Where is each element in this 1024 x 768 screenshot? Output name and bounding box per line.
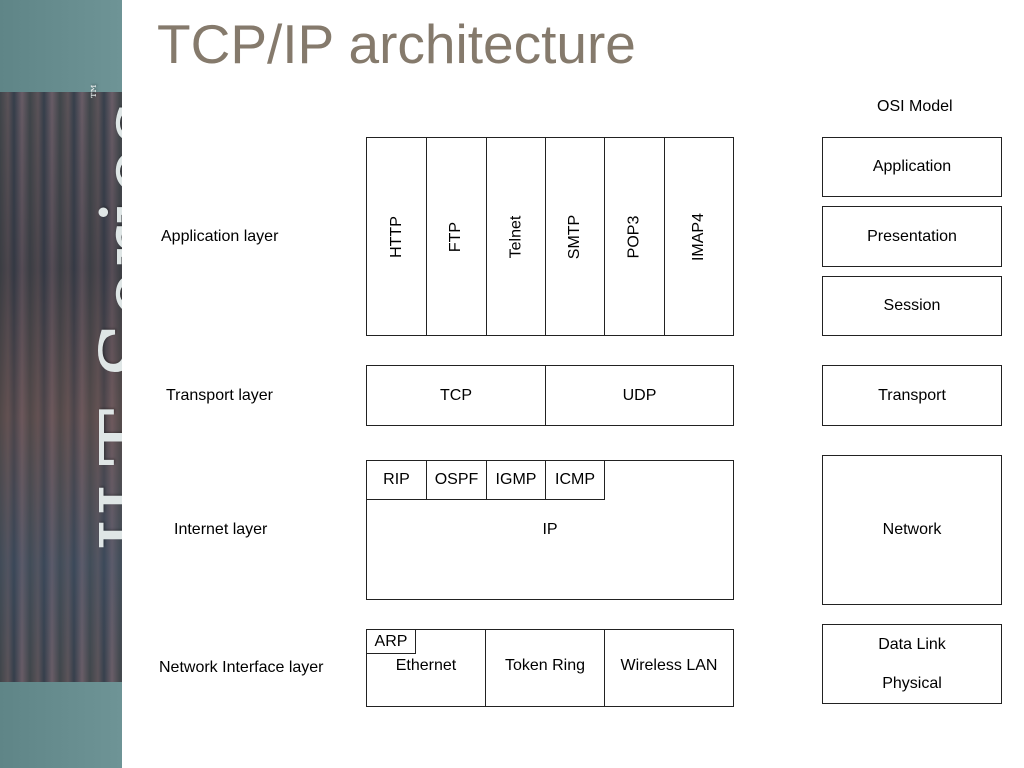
protocol-rip: RIP: [366, 460, 427, 500]
transport-layer-label: Transport layer: [166, 387, 273, 404]
protocol-igmp: IGMP: [486, 460, 546, 500]
protocol-telnet: Telnet: [486, 137, 546, 336]
protocol-wireless-lan: Wireless LAN: [604, 629, 734, 707]
application-layer-label: Application layer: [161, 228, 279, 245]
sidebar-decoration: ILT Series™: [0, 0, 122, 768]
protocol-arp: ARP: [366, 629, 416, 654]
osi-layer-application: Application: [822, 137, 1002, 197]
protocol-ftp: FTP: [426, 137, 487, 336]
osi-layer-data-link: Data Link: [822, 624, 1002, 665]
protocol-pop3: POP3: [604, 137, 665, 336]
protocol-smtp: SMTP: [545, 137, 605, 336]
internet-layer-label: Internet layer: [174, 521, 268, 538]
protocol-ospf: OSPF: [426, 460, 487, 500]
osi-layer-network: Network: [822, 455, 1002, 605]
logo-text: ILT Series: [83, 99, 122, 552]
osi-layer-transport: Transport: [822, 365, 1002, 426]
protocol-tcp: TCP: [366, 365, 546, 426]
osi-layer-presentation: Presentation: [822, 206, 1002, 267]
protocol-token-ring: Token Ring: [485, 629, 605, 707]
protocol-imap4: IMAP4: [664, 137, 734, 336]
protocol-icmp: ICMP: [545, 460, 605, 500]
protocol-udp: UDP: [545, 365, 734, 426]
logo-trademark: ™: [88, 80, 109, 100]
logo: ILT Series™: [83, 80, 122, 552]
network-interface-layer-label: Network Interface layer: [159, 659, 324, 676]
protocol-http: HTTP: [366, 137, 427, 336]
sidebar-photo: [0, 92, 122, 682]
page-title: TCP/IP architecture: [157, 13, 636, 75]
osi-model-header: OSI Model: [877, 98, 953, 115]
osi-layer-physical: Physical: [822, 664, 1002, 704]
osi-layer-session: Session: [822, 276, 1002, 336]
